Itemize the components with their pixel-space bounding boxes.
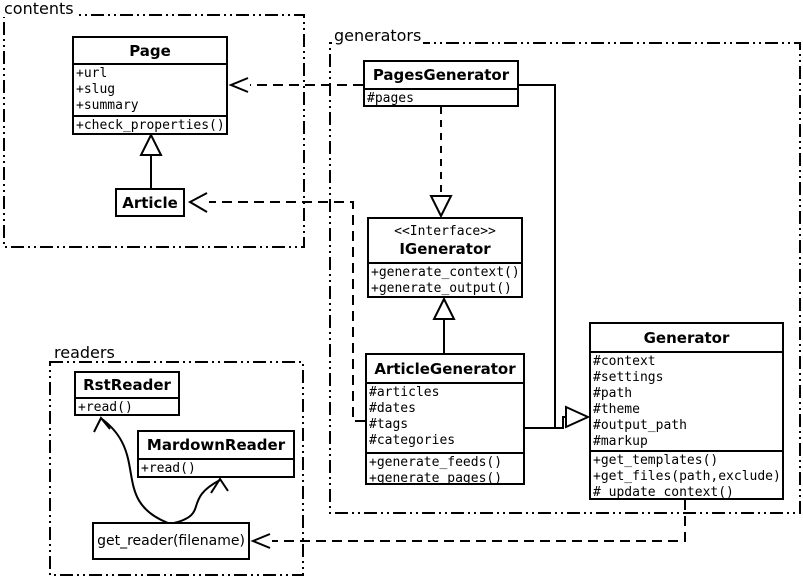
class-box-articlegenerator: ArticleGenerator #articles#dates#tags#ca… (365, 353, 525, 485)
contents-package-frame (3, 14, 305, 248)
attribute-line: #pages (367, 91, 414, 106)
class-methods-page: +check_properties() (74, 115, 226, 133)
dependency-arrow-pagesgenerator-to-page (228, 77, 363, 93)
method-line: +generate_output() (371, 281, 512, 296)
method-line: +generate_pages() (369, 471, 503, 485)
class-attributes-generator: #context#settings#path#theme#output_path… (591, 351, 782, 450)
class-methods-rstreader: +read() (76, 397, 178, 415)
method-line: +get_files(path,exclude) (593, 469, 781, 484)
contents-package-label: contents (2, 0, 76, 18)
class-methods-igenerator: +generate_context()+generate_output() (369, 262, 521, 296)
class-box-page: Page +url+slug+summary +check_properties… (72, 36, 228, 135)
class-methods-generator: +get_templates()+get_files(path,exclude)… (591, 450, 782, 500)
method-line: +get_templates() (593, 453, 719, 468)
class-methods-mardownreader: +read() (139, 458, 293, 476)
attribute-line: #categories (369, 433, 456, 448)
class-title-igenerator: IGenerator (399, 239, 491, 258)
method-line: +read() (141, 461, 196, 476)
class-attributes-page: +url+slug+summary (74, 63, 226, 115)
realization-arrow-pagesgenerator-to-igenerator (429, 107, 453, 219)
class-header-igenerator: <<Interface>> IGenerator (369, 219, 521, 262)
readers-package-label: readers (52, 343, 117, 362)
attribute-line: +slug (76, 82, 116, 97)
class-title-pagesgenerator: PagesGenerator (372, 66, 510, 84)
attribute-line: #tags (369, 417, 409, 432)
readers-package-frame (49, 361, 304, 576)
class-box-article: Article (115, 188, 185, 217)
get-reader-label: get_reader(filename) (97, 533, 245, 549)
class-title-mardownreader: MardownReader (146, 436, 286, 454)
class-box-mardownreader: MardownReader +read() (137, 430, 295, 478)
class-title-generator: Generator (643, 328, 730, 347)
method-line: +check_properties() (76, 118, 225, 133)
dependency-arrow-generator-to-getreader (250, 500, 686, 549)
get-reader-node: get_reader(filename) (92, 522, 250, 560)
method-line: +read() (78, 400, 133, 415)
generators-package-frame (329, 42, 801, 514)
inheritance-arrow-article-to-page (139, 132, 163, 188)
class-title-rstreader: RstReader (83, 376, 171, 394)
method-line: +generate_feeds() (369, 455, 503, 470)
class-methods-articlegenerator: +generate_feeds()+generate_pages() (367, 452, 523, 485)
class-title-articlegenerator: ArticleGenerator (374, 359, 516, 378)
class-box-igenerator: <<Interface>> IGenerator +generate_conte… (367, 217, 523, 298)
class-box-generator: Generator #context#settings#path#theme#o… (589, 322, 784, 500)
attribute-line: #settings (593, 370, 664, 385)
attribute-line: #theme (593, 402, 640, 417)
class-box-rstreader: RstReader +read() (74, 371, 180, 416)
class-attributes-pagesgenerator: #pages (365, 88, 517, 106)
arrow-getreader-to-rstreader (93, 416, 169, 524)
dependency-arrow-articlegenerator-to-article (187, 192, 365, 422)
attribute-line: #articles (369, 385, 440, 400)
attribute-line: #context (593, 354, 656, 369)
method-line: #_update_context() (593, 485, 734, 500)
attribute-line: #dates (369, 401, 416, 416)
arrow-getreader-to-mardownreader (173, 477, 229, 524)
interface-stereotype: <<Interface>> (394, 223, 496, 239)
attribute-line: #path (593, 386, 633, 401)
class-box-pagesgenerator: PagesGenerator #pages (363, 60, 519, 107)
inheritance-arrow-generators-to-generator (518, 84, 591, 429)
attribute-line: +url (76, 66, 108, 81)
class-title-article: Article (122, 193, 178, 212)
class-attributes-articlegenerator: #articles#dates#tags#categories (367, 382, 523, 452)
attribute-line: #output_path (593, 418, 687, 433)
attribute-line: +summary (76, 98, 139, 113)
realization-arrow-articlegenerator-to-igenerator (432, 296, 456, 353)
attribute-line: #markup (593, 434, 648, 449)
method-line: +generate_context() (371, 265, 520, 280)
class-title-page: Page (129, 41, 171, 60)
generators-package-label: generators (332, 26, 424, 45)
